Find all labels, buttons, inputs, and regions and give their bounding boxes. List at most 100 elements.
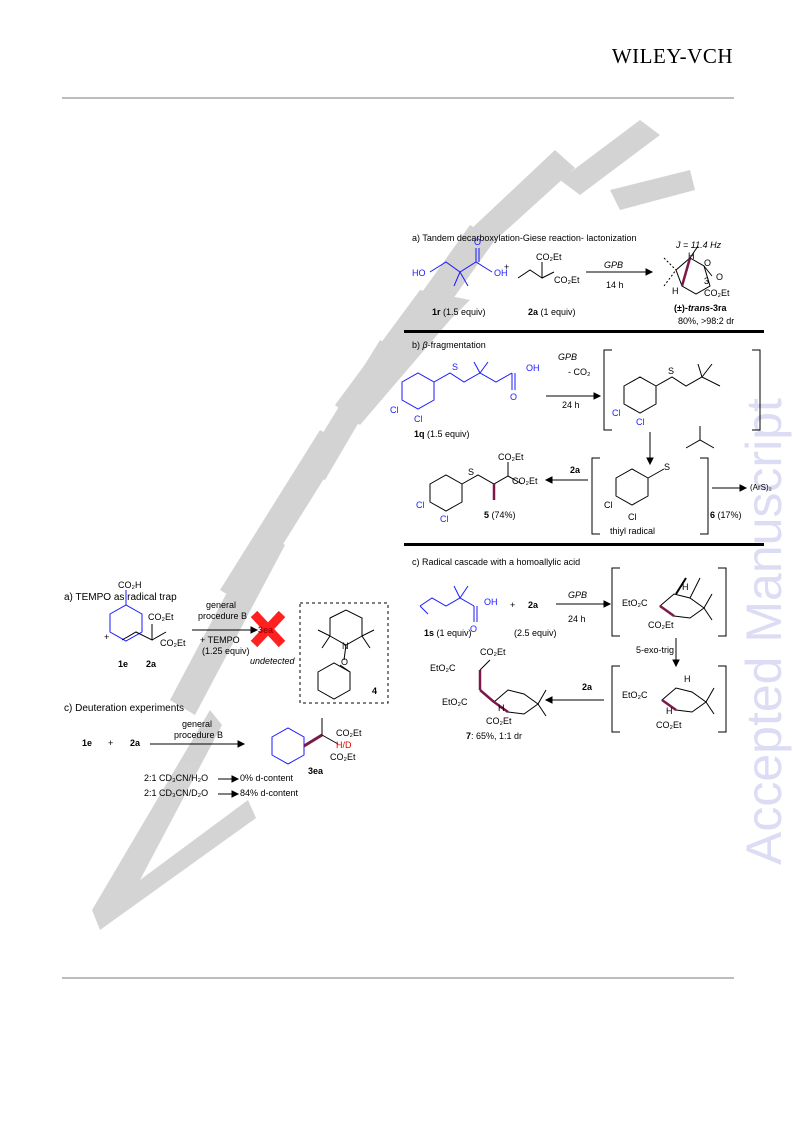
deut-hd-label: H/D (336, 740, 352, 750)
label-1q-group: 1q (1.5 equiv) (414, 429, 470, 439)
co2et-top-a: CO₂Et (148, 612, 174, 622)
condition-equiv: (1.25 equiv) (202, 646, 250, 656)
scheme-right-c-title: c) Radical cascade with a homoallylic ac… (412, 557, 581, 567)
condition-general: general (206, 600, 237, 610)
header-rule (62, 97, 734, 99)
int1-eto2c: EtO₂C (622, 598, 648, 608)
reagent-2a-b: 2a (570, 465, 581, 475)
o-1q: O (510, 392, 518, 402)
pos3-3ra: 3 (704, 276, 710, 286)
tempo-adduct-box (299, 602, 389, 704)
int2-co2et: CO₂Et (656, 720, 682, 730)
deut-row1-solvent: 2:1 CD₃CN/H₂O (144, 773, 209, 783)
arss-label: (ArS)₂ (750, 483, 772, 492)
deut-row2-solvent: 2:1 CD₃CN/D₂O (144, 788, 209, 798)
prod-trans: trans (687, 303, 710, 313)
h1-3ra: H (688, 251, 695, 261)
molecule-1r (429, 261, 493, 273)
deut-co2et-bottom: CO₂Et (330, 752, 356, 762)
co2et-2: CO₂Et (554, 275, 580, 285)
equiv-1s: (1 equiv) (436, 628, 472, 638)
prod7-eto2c2: EtO₂C (442, 697, 468, 707)
label-5: 5 (484, 510, 490, 520)
s-5: S (468, 467, 475, 477)
prod7-eto2c1: EtO₂C (430, 663, 456, 673)
cl5-thiyl: Cl (604, 500, 613, 510)
equiv-1r: (1.5 equiv) (443, 307, 486, 317)
plus-a: + (104, 632, 110, 642)
deut-product-label: 3ea (308, 766, 324, 776)
prod-3ra: -3ra (709, 303, 727, 313)
publisher-name: WILEY-VCH (611, 44, 733, 68)
time-b: 24 h (562, 400, 580, 410)
reagent-2a-c: 2a (528, 600, 539, 610)
deut-cond-procedure: procedure B (174, 730, 224, 740)
co2et1-5: CO₂Et (498, 452, 524, 462)
yield-7: : 65%, 1:1 dr (471, 731, 523, 741)
oh-1s: OH (484, 597, 498, 607)
condition-tempo: + TEMPO (200, 635, 240, 645)
yield-3ra: 80%, >98:2 dr (678, 316, 735, 326)
label-5-group: 5 (74%) (484, 510, 516, 520)
equiv-2a-c: (2.5 equiv) (514, 628, 557, 638)
publisher-logo: WILEY-VCH (612, 44, 733, 69)
label-7: 7 (466, 731, 472, 741)
deut-co2et-top: CO₂Et (336, 728, 362, 738)
scheme-left-c-title: c) Deuteration experiments (64, 703, 185, 714)
scheme-left-a-title: a) TEMPO as radical trap (64, 592, 177, 603)
int1-co2et: CO₂Et (648, 620, 674, 630)
n-label: N (342, 641, 349, 651)
aryl-1q (401, 372, 435, 410)
time-c: 24 h (568, 614, 586, 624)
gpb-c: GPB (568, 590, 588, 600)
scheme-right-a-title: a) Tandem decarboxylation-Giese reaction… (412, 233, 637, 243)
label-1r: 1r (432, 307, 441, 317)
deut-row1-result: 0% d-content (240, 773, 294, 783)
molecule-1s (419, 597, 475, 607)
cl2-1q: Cl (414, 414, 423, 424)
blocked-product-cross (250, 610, 286, 648)
plus-c: + (510, 600, 516, 610)
cl6-thiyl: Cl (628, 512, 637, 522)
int2-h2: H (666, 706, 673, 716)
label-2a-a: 2a (528, 307, 539, 317)
label-1s: 1s (424, 628, 435, 638)
o-ring-3ra: O (704, 258, 712, 268)
time-a: 14 h (606, 280, 624, 290)
h2-3ra: H (672, 286, 679, 296)
cl2-5: Cl (440, 514, 449, 524)
b-title-beta: β (422, 340, 428, 350)
prod7-h: H (498, 703, 505, 713)
gpb-b: GPB (558, 352, 578, 362)
label-2a-group: 2a (1 equiv) (528, 307, 576, 317)
label-1s-group: 1s (1 equiv) (424, 628, 472, 638)
condition-procedure: procedure B (198, 611, 248, 621)
oh-1q: OH (526, 363, 540, 373)
yield-5: (74%) (491, 510, 516, 520)
s-thiyl: S (664, 462, 671, 472)
blocked-product-label: 3ea (258, 625, 274, 635)
thiyl-label: thiyl radical (610, 526, 656, 536)
cl1-5: Cl (416, 500, 425, 510)
footer-rule (62, 977, 734, 979)
co2et-3ra: CO₂Et (704, 288, 730, 298)
co2et-1: CO₂Et (536, 252, 562, 262)
cl4-radical: Cl (636, 417, 645, 427)
o-label-a: O (474, 237, 482, 247)
deut-cond-general: general (182, 719, 213, 729)
int1-h: H (682, 582, 689, 592)
label-6: 6 (710, 510, 716, 520)
int2-h1: H (684, 674, 691, 684)
step-5exo: 5-exo-trig (636, 645, 675, 655)
yield-6: (17%) (717, 510, 742, 520)
cl1-1q: Cl (390, 405, 399, 415)
label-1r-group: 1r (1.5 equiv) (432, 307, 486, 317)
co2-loss: - CO₂ (568, 367, 591, 377)
alkene-2a (121, 624, 153, 641)
equiv-1q: (1.5 equiv) (427, 429, 470, 439)
o-carbonyl-3ra: O (716, 272, 724, 282)
o-1s: O (470, 624, 478, 634)
